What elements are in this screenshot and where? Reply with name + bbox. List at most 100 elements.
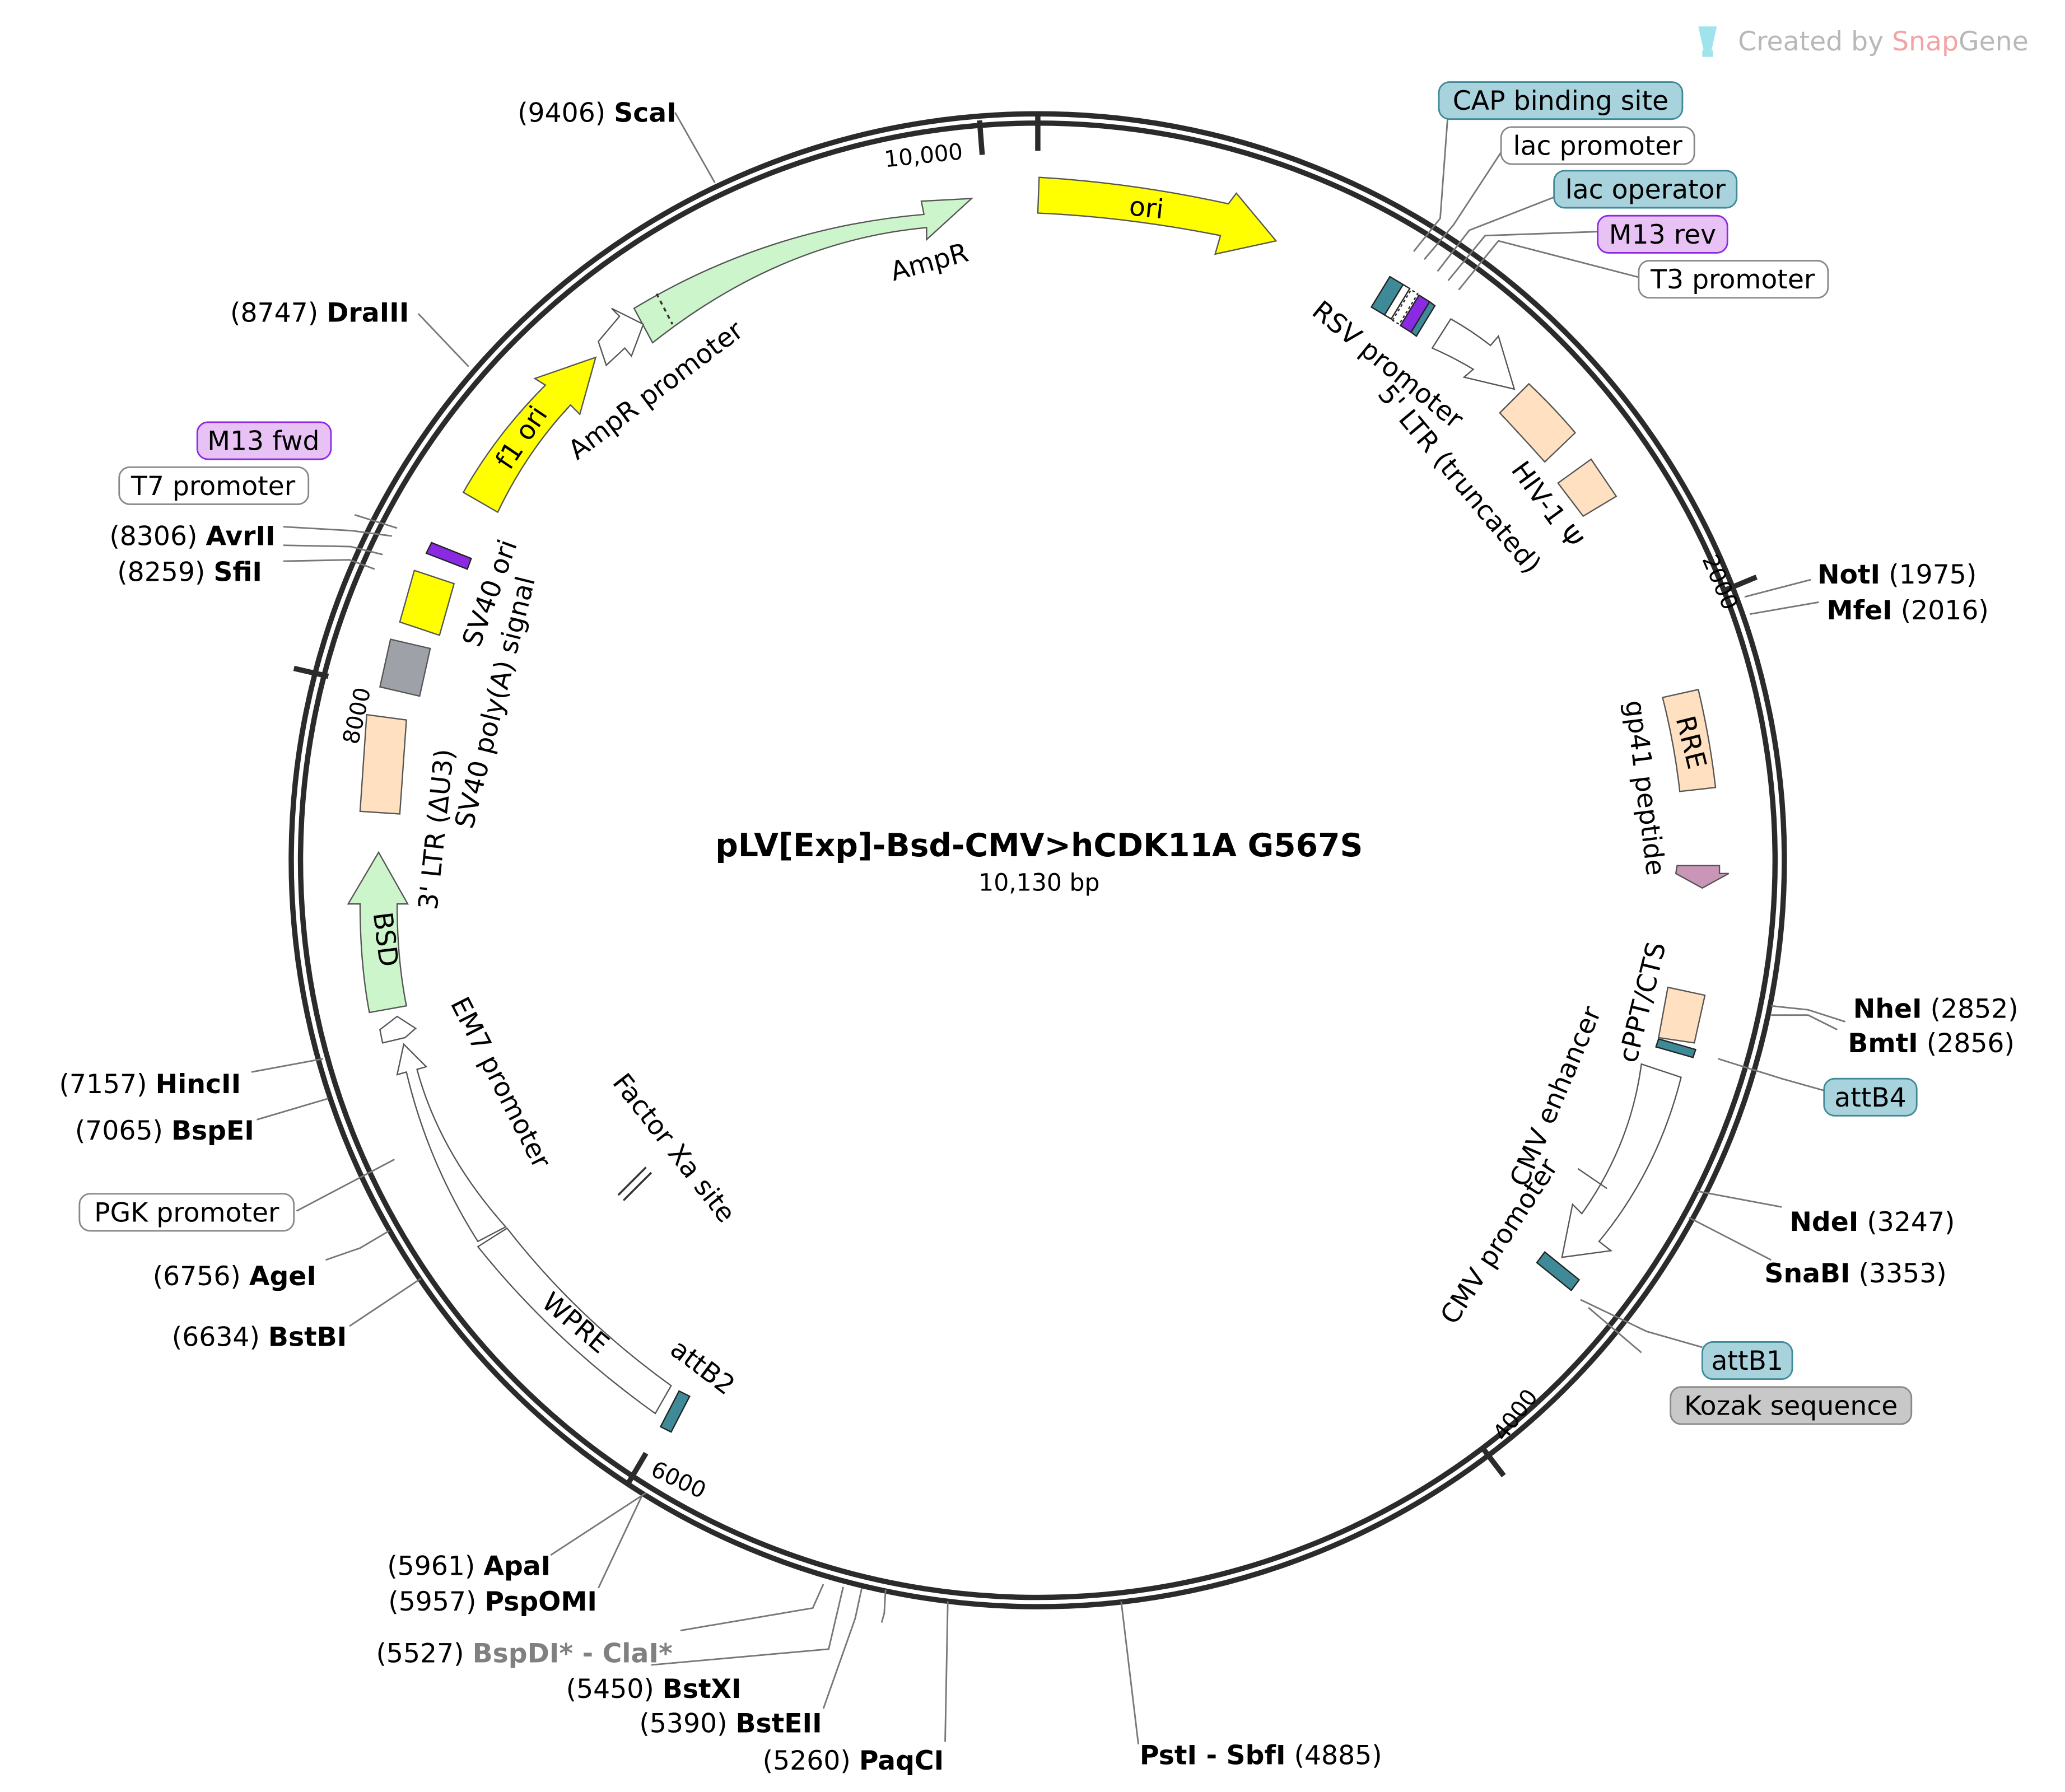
box-lac-operator: lac operator <box>1553 170 1738 209</box>
site-nhei-pos-close: ) <box>2008 993 2018 1024</box>
site-bstxi-pos-open: ( <box>566 1674 576 1705</box>
site-bstxi-pos-close: ) <box>644 1674 662 1705</box>
snapgene-watermark: Created by SnapGene <box>1698 26 2029 57</box>
site-bspdi-clai-pos-value: 5527 <box>386 1638 454 1669</box>
box-t3-promoter-text: T3 promoter <box>1650 264 1815 295</box>
features <box>347 176 1730 1433</box>
site-mfei-name: MfeI <box>1827 595 1892 626</box>
site-paqci: (5260) PaqCI <box>763 1746 944 1776</box>
bsd-arrow <box>347 851 409 1014</box>
site-snabi-name: SnaBI <box>1764 1258 1850 1289</box>
site-mfei: MfeI (2016) <box>1827 595 1989 626</box>
site-bstbi-pos-close: ) <box>249 1322 268 1353</box>
box-lac-operator-text: lac operator <box>1565 175 1726 206</box>
site-avrii-pos-close: ) <box>187 521 206 552</box>
tick-4000 <box>1480 1446 1506 1478</box>
box-t3-promoter: T3 promoter <box>1638 260 1829 299</box>
site-noti-pos-close: ) <box>1966 559 1977 590</box>
site-avrii: (8306) AvrII <box>109 521 275 552</box>
site-ndei: NdeI (3247) <box>1789 1207 1955 1238</box>
ampr-promoter-arrow <box>597 307 645 367</box>
site-sfii: (8259) SfiI <box>117 557 262 588</box>
site-agei-name: AgeI <box>249 1261 316 1292</box>
site-avrii-pos-value: 8306 <box>120 521 187 552</box>
site-sfii-pos-close: ) <box>195 557 213 588</box>
site-psti-sbfi-pos-open: ( <box>1286 1740 1304 1771</box>
pgk-promoter-arrow <box>396 1043 507 1243</box>
site-apai-pos-open: ( <box>387 1551 397 1581</box>
label-ltr-3: 3' LTR (ΔU3) <box>413 748 460 912</box>
leader-lines <box>251 111 1846 1745</box>
site-sfii-pos-value: 8259 <box>128 557 195 588</box>
site-bspei-pos-open: ( <box>75 1116 85 1146</box>
site-paqci-pos-open: ( <box>763 1746 773 1776</box>
ori-arrow <box>1037 176 1278 255</box>
site-bstbi-name: BstBI <box>268 1322 347 1353</box>
site-bspdi-clai: (5527) BspDI* - ClaI* <box>376 1638 672 1669</box>
site-hincii-pos-open: ( <box>59 1069 69 1100</box>
site-mfei-pos-open: ( <box>1892 595 1911 626</box>
site-bspei-pos-value: 7065 <box>85 1116 152 1146</box>
box-kozak-sequence: Kozak sequence <box>1670 1386 1913 1425</box>
site-psti-sbfi-name: PstI - SbfI <box>1140 1740 1286 1771</box>
label-bsd: BSD <box>367 910 404 968</box>
box-attb1-text: attB1 <box>1711 1346 1783 1376</box>
site-bspdi-clai-pos-close: ) <box>454 1638 472 1669</box>
attb1-block <box>1536 1251 1581 1291</box>
site-scai-pos-close: ) <box>595 97 614 128</box>
site-nhei: NheI (2852) <box>1853 993 2019 1024</box>
site-psti-sbfi: PstI - SbfI (4885) <box>1140 1740 1382 1771</box>
site-bsteii-pos-close: ) <box>717 1709 735 1739</box>
plasmid-length: 10,130 bp <box>978 870 1099 897</box>
site-bsteii: (5390) BstEII <box>639 1709 822 1739</box>
site-ndei-pos-open: ( <box>1858 1207 1877 1238</box>
site-agei-pos-value: 6756 <box>163 1261 230 1292</box>
ampr-promoter-boundary <box>655 293 674 325</box>
box-m13-rev-text: M13 rev <box>1609 220 1716 250</box>
site-bstbi-pos-open: ( <box>172 1322 182 1353</box>
site-snabi: SnaBI (3353) <box>1764 1258 1946 1289</box>
site-agei: (6756) AgeI <box>153 1261 316 1292</box>
site-bsteii-pos-value: 5390 <box>650 1709 717 1739</box>
label-cmv-promoter: CMV promoter <box>1434 1153 1564 1330</box>
attb4-block <box>1655 1038 1697 1058</box>
site-bstbi-pos-value: 6634 <box>182 1322 249 1353</box>
site-psti-sbfi-pos-close: ) <box>1372 1740 1382 1771</box>
boxed-labels: CAP binding site lac promoter lac operat… <box>78 81 1918 1425</box>
box-t7-promoter-text: T7 promoter <box>130 471 296 502</box>
site-bstxi: (5450) BstXI <box>566 1674 742 1705</box>
box-t7-promoter: T7 promoter <box>118 466 310 505</box>
site-sfii-name: SfiI <box>213 557 262 588</box>
site-pspomi-pos-open: ( <box>388 1586 398 1617</box>
tick-label-6000: 6000 <box>647 1457 710 1504</box>
site-bspei-pos-close: ) <box>153 1116 171 1146</box>
ltr-3-block <box>359 713 407 815</box>
lac-cluster <box>1370 276 1436 338</box>
f1-ori-arrow <box>462 356 597 514</box>
site-apai-name: ApaI <box>483 1551 551 1581</box>
site-bspei: (7065) BspEI <box>75 1116 254 1146</box>
site-ndei-pos-close: ) <box>1945 1207 1955 1238</box>
site-noti-pos-open: ( <box>1880 559 1899 590</box>
site-paqci-pos-close: ) <box>840 1746 859 1776</box>
label-ampr: AmpR <box>887 237 972 288</box>
label-factor-xa-site: Factor Xa site <box>606 1068 741 1229</box>
site-bspei-name: BspEI <box>171 1116 254 1146</box>
site-snabi-pos-close: ) <box>1936 1258 1946 1289</box>
site-mfei-pos-value: 2016 <box>1911 595 1978 626</box>
rsv-promoter-arrow <box>1431 318 1516 390</box>
tick-10000 <box>977 120 985 155</box>
cmv-enhancer-promoter-boundary <box>1577 1168 1607 1189</box>
site-draiii-name: DraIII <box>327 297 409 328</box>
box-m13-fwd-text: M13 fwd <box>207 426 319 457</box>
sv40-ori-block <box>399 570 455 636</box>
site-paqci-pos-value: 5260 <box>773 1746 840 1776</box>
site-bsteii-name: BstEII <box>736 1709 822 1739</box>
site-draiii-pos-value: 8747 <box>240 297 307 328</box>
site-bspdi-clai-pos-open: ( <box>376 1638 386 1669</box>
factor-xa-site-marks <box>617 1166 652 1201</box>
site-bmti: BmtI (2856) <box>1848 1028 2015 1059</box>
site-agei-pos-open: ( <box>153 1261 163 1292</box>
site-noti-pos-value: 1975 <box>1899 559 1966 590</box>
box-m13-fwd: M13 fwd <box>196 421 332 460</box>
